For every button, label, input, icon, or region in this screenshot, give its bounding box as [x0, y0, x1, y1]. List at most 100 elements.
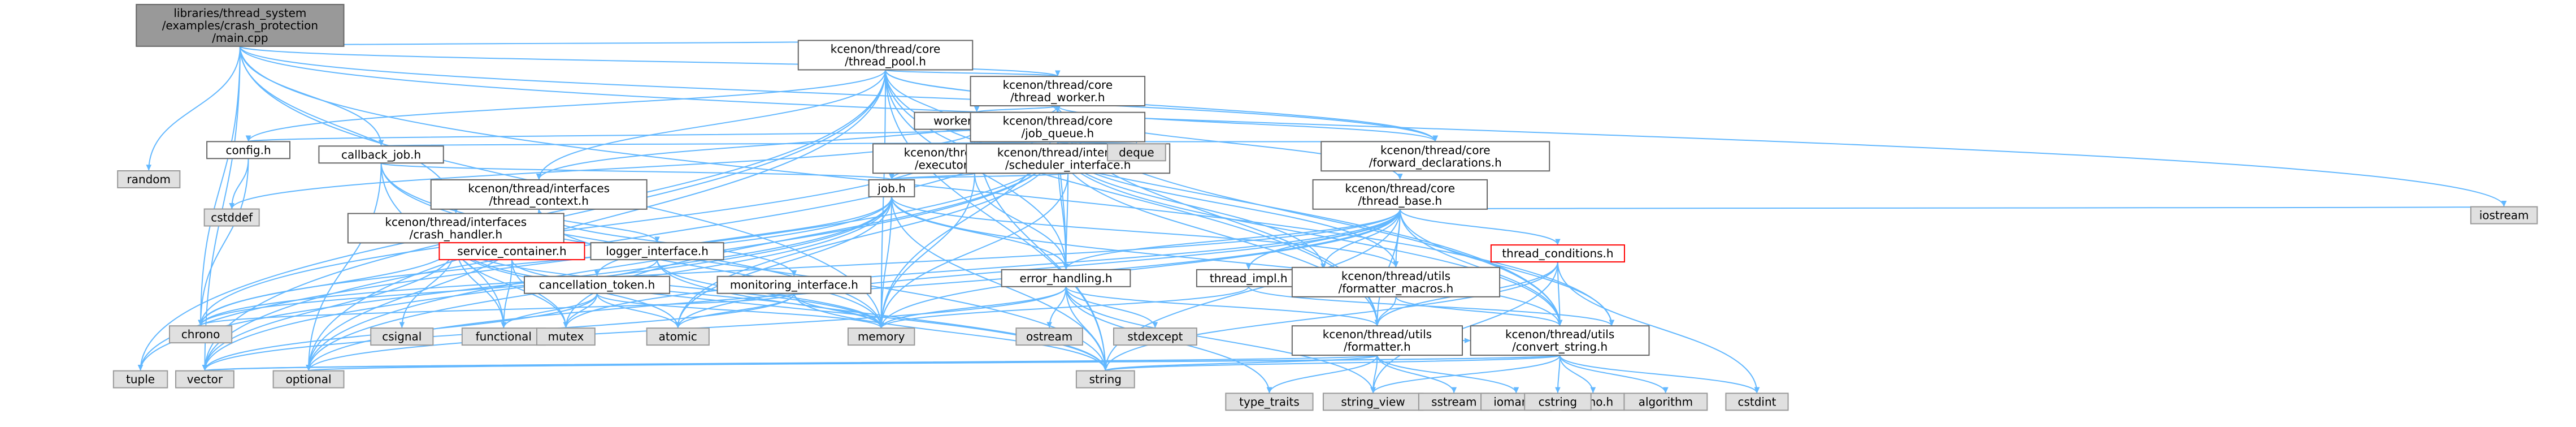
- node-box: [1320, 141, 1550, 172]
- node-job-queue[interactable]: kcenon/thread/core/job_queue.h: [970, 111, 1146, 143]
- node-cstring[interactable]: cstring: [1524, 393, 1592, 411]
- edge-worker_policy-to-string: [976, 129, 1109, 371]
- node-optional[interactable]: optional: [272, 370, 345, 389]
- node-box: [1001, 269, 1131, 287]
- node-main[interactable]: libraries/thread_system/examples/crash_p…: [136, 3, 345, 47]
- node-sstream[interactable]: sstream: [1418, 393, 1490, 411]
- node-box: [1490, 244, 1625, 263]
- node-fwd-decl[interactable]: kcenon/thread/core/forward_declarations.…: [1320, 141, 1550, 172]
- node-callback-job[interactable]: callback_job.h: [318, 145, 444, 164]
- edge-main-to-fwd_decl: [239, 46, 1438, 142]
- edge-cancellation_token-to-atomic: [596, 293, 681, 329]
- node-formatter[interactable]: kcenon/thread/utils/formatter.h: [1291, 325, 1463, 356]
- node-deque[interactable]: deque: [1106, 143, 1166, 162]
- edge-formatter-to-string: [1102, 355, 1378, 372]
- node-label: iostream: [2479, 209, 2529, 222]
- node-functional[interactable]: functional: [461, 327, 546, 346]
- node-label: logger_interface.h: [606, 244, 709, 258]
- edge-thread_base-to-iostream: [1399, 206, 2505, 213]
- node-label: algorithm: [1639, 395, 1693, 408]
- node-ostream[interactable]: ostream: [1015, 327, 1083, 346]
- node-label: service_container.h: [457, 244, 566, 258]
- node-box: [1291, 266, 1501, 297]
- node-memory[interactable]: memory: [847, 327, 915, 346]
- edge-thread_pool-to-config: [245, 70, 887, 142]
- edge-thread_base-to-thread_conditions: [1399, 209, 1561, 245]
- node-tuple[interactable]: tuple: [112, 370, 168, 389]
- node-label: cstdint: [1738, 395, 1776, 408]
- node-label: kcenon/thread/interfaces: [385, 215, 527, 228]
- node-error-handling[interactable]: error_handling.h: [1001, 269, 1131, 287]
- node-thread-impl[interactable]: thread_impl.h: [1196, 269, 1301, 287]
- node-service-container[interactable]: service_container.h: [438, 242, 585, 261]
- node-convert-string[interactable]: kcenon/thread/utils/convert_string.h: [1470, 325, 1650, 356]
- edge-job-to-memory: [878, 196, 893, 329]
- edge-job-to-error_handling: [891, 196, 1069, 270]
- node-box: [136, 3, 345, 47]
- node-label: config.h: [225, 143, 271, 157]
- node-box: [2470, 206, 2538, 225]
- node-string[interactable]: string: [1075, 370, 1135, 389]
- edge-logger_iface-to-chrono: [198, 259, 658, 326]
- node-box: [175, 370, 234, 389]
- edge-formatter-to-type_traits: [1266, 355, 1378, 394]
- edge-main-to-thread_hdr: [239, 46, 1615, 326]
- node-label: kcenon/thread/core: [1345, 182, 1456, 195]
- node-cstddef[interactable]: cstddef: [203, 208, 260, 227]
- node-box: [536, 327, 596, 346]
- node-mutex[interactable]: mutex: [536, 327, 596, 346]
- edge-monitoring_iface-to-string: [793, 293, 1109, 371]
- node-box: [1225, 393, 1314, 411]
- node-random[interactable]: random: [117, 170, 181, 188]
- node-vector[interactable]: vector: [175, 370, 234, 389]
- node-box: [206, 141, 290, 159]
- node-iostream[interactable]: iostream: [2470, 206, 2538, 225]
- node-monitoring-iface[interactable]: monitoring_interface.h: [716, 275, 872, 294]
- node-box: [970, 111, 1146, 143]
- edge-executor_iface-to-error_handling: [974, 173, 1069, 270]
- node-thread-context[interactable]: kcenon/thread/interfaces/thread_context.…: [430, 179, 648, 210]
- node-formatter-macros[interactable]: kcenon/thread/utils/formatter_macros.h: [1291, 266, 1501, 297]
- node-thread-base[interactable]: kcenon/thread/core/thread_base.h: [1312, 179, 1488, 210]
- edge-thread_conditions-to-convert_string: [1557, 262, 1563, 326]
- node-label: memory: [858, 330, 905, 343]
- edge-service_container-to-functional: [501, 260, 512, 329]
- node-logger-iface[interactable]: logger_interface.h: [590, 242, 724, 261]
- node-label: kcenon/thread/utils: [1505, 327, 1614, 341]
- node-thread-conditions[interactable]: thread_conditions.h: [1490, 244, 1625, 263]
- node-box: [1322, 393, 1424, 411]
- node-label: monitoring_interface.h: [730, 278, 858, 292]
- node-csignal[interactable]: csignal: [370, 327, 434, 346]
- node-type-traits[interactable]: type_traits: [1225, 393, 1314, 411]
- edge-crash_handler-to-vector: [202, 243, 457, 371]
- edge-error_handling-to-formatter: [1065, 286, 1380, 326]
- edge-job-to-cancellation_token: [594, 196, 893, 277]
- edge-config-to-cstddef: [229, 158, 249, 209]
- edge-thread_base-to-condition_variable: [1320, 209, 1401, 270]
- node-box: [797, 40, 974, 71]
- node-label: kcenon/thread/core: [1003, 114, 1113, 128]
- node-box: [590, 242, 724, 261]
- node-stdexcept[interactable]: stdexcept: [1113, 327, 1197, 346]
- node-crash-handler[interactable]: kcenon/thread/interfaces/crash_handler.h: [347, 213, 564, 244]
- node-cancellation-token[interactable]: cancellation_token.h: [524, 275, 671, 294]
- node-box: [716, 275, 872, 294]
- node-thread-worker[interactable]: kcenon/thread/core/thread_worker.h: [970, 76, 1146, 107]
- node-label: /job_queue.h: [1021, 127, 1094, 140]
- node-label: /thread_context.h: [489, 194, 588, 208]
- node-box: [868, 179, 915, 197]
- node-cstdint[interactable]: cstdint: [1725, 393, 1789, 411]
- node-atomic[interactable]: atomic: [646, 327, 710, 346]
- node-string-view[interactable]: string_view: [1322, 393, 1424, 411]
- node-label: /thread_worker.h: [1010, 90, 1105, 104]
- node-chrono[interactable]: chrono: [168, 325, 233, 344]
- node-label: functional: [476, 330, 532, 343]
- node-box: [970, 76, 1146, 107]
- node-thread-pool[interactable]: kcenon/thread/core/thread_pool.h: [797, 40, 974, 71]
- node-job[interactable]: job.h: [868, 179, 915, 197]
- node-label: cstddef: [211, 211, 253, 225]
- node-config[interactable]: config.h: [206, 141, 290, 159]
- node-box: [347, 213, 564, 244]
- node-algorithm[interactable]: algorithm: [1623, 393, 1708, 411]
- node-label: deque: [1119, 145, 1154, 159]
